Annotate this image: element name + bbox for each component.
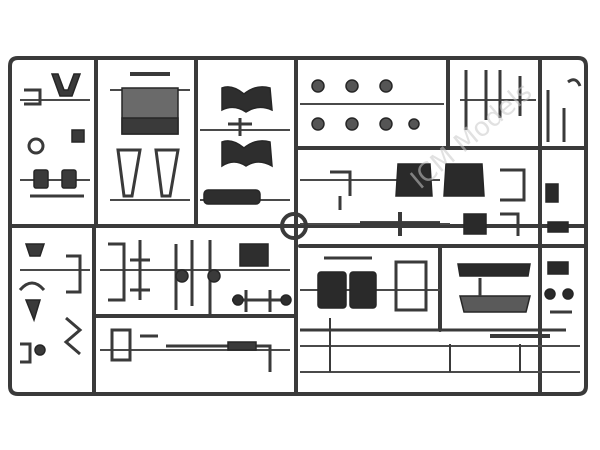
parts-left-top bbox=[24, 73, 85, 198]
parts-center bbox=[203, 86, 308, 312]
parts-left-bottom bbox=[18, 243, 83, 364]
parts-bottom-right bbox=[300, 256, 574, 372]
parts-mid-right bbox=[330, 163, 569, 236]
parts-top-right bbox=[311, 70, 582, 142]
sprue-frame bbox=[8, 56, 588, 396]
parts-center-left bbox=[108, 72, 272, 372]
